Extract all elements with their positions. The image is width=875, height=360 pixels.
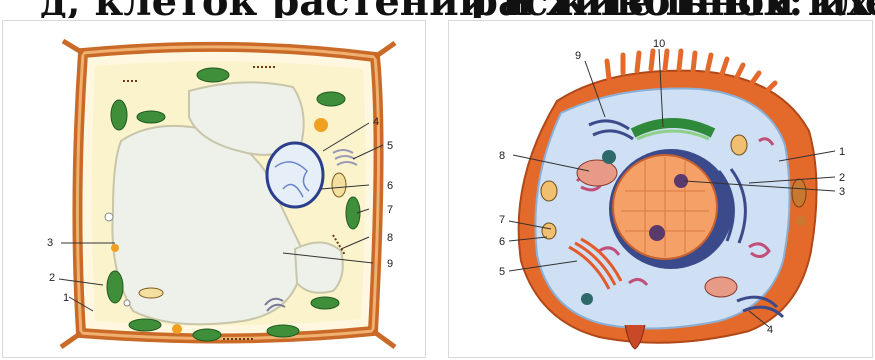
droplet xyxy=(314,118,328,132)
plant-label-8: 8 xyxy=(387,232,393,244)
header-right-fragment: растительной клетки по xyxy=(470,0,875,18)
animal-label-4: 4 xyxy=(767,324,773,336)
plant-cell-diagram: 1 2 3 4 5 6 7 8 9 xyxy=(3,21,427,359)
plant-label-9: 9 xyxy=(387,258,393,270)
plant-label-2: 2 xyxy=(49,272,55,284)
animal-label-9: 9 xyxy=(575,50,581,62)
vesicle xyxy=(602,150,616,164)
plant-cell-panel: 1 2 3 4 5 6 7 8 9 xyxy=(2,20,426,358)
animal-label-5: 5 xyxy=(499,266,505,278)
mitochondrion xyxy=(577,160,617,186)
nucleus xyxy=(267,143,323,207)
animal-label-7: 7 xyxy=(499,214,505,226)
cell-opening xyxy=(625,325,645,349)
animal-cell-panel: 1 2 3 4 5 6 7 8 9 10 xyxy=(448,20,873,358)
vacuole xyxy=(541,181,557,201)
animal-label-1: 1 xyxy=(839,146,845,158)
animal-label-10: 10 xyxy=(653,38,665,50)
plant-label-1: 1 xyxy=(63,292,69,304)
header-strip: д, клеток растений и животных: их сравне… xyxy=(0,0,875,18)
plant-label-7: 7 xyxy=(387,204,393,216)
animal-label-2: 2 xyxy=(839,172,845,184)
animal-label-3: 3 xyxy=(839,186,845,198)
plant-label-6: 6 xyxy=(387,180,393,192)
plant-label-3: 3 xyxy=(47,237,53,249)
plant-label-4: 4 xyxy=(373,116,379,128)
secretory-granule xyxy=(792,179,806,207)
plant-label-5: 5 xyxy=(387,140,393,152)
animal-label-6: 6 xyxy=(499,236,505,248)
animal-label-8: 8 xyxy=(499,150,505,162)
small-vacuole xyxy=(295,242,343,292)
animal-cell-diagram: 1 2 3 4 5 6 7 8 9 10 xyxy=(449,21,874,359)
nucleolus-2 xyxy=(649,225,665,241)
